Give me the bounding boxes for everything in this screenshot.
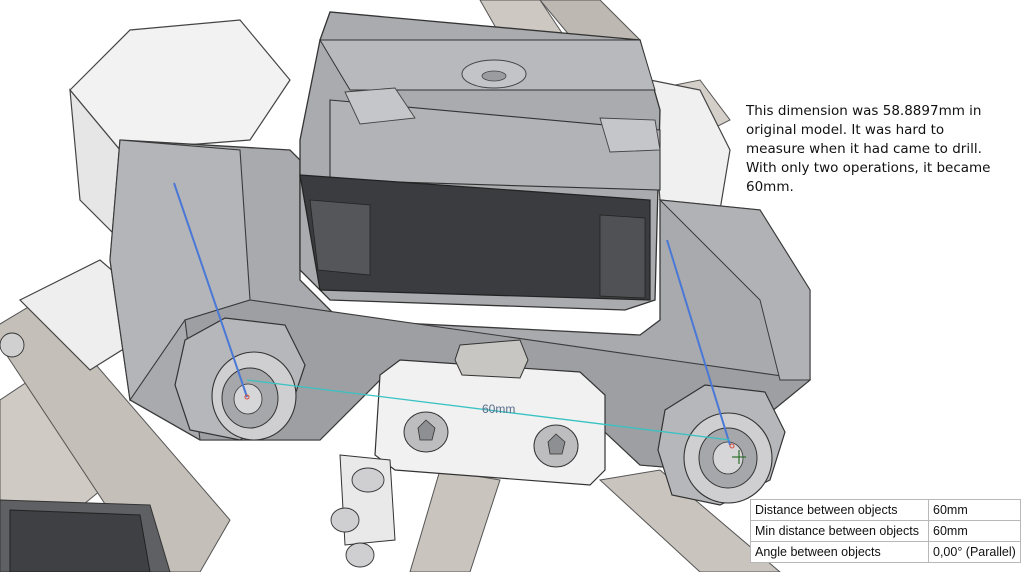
table-row: Distance between objects 60mm (750, 499, 1021, 521)
right-hole-axis[interactable] (666, 239, 731, 446)
left-hole-axis[interactable] (173, 182, 248, 398)
annotation-line: original model. It was hard to (746, 122, 945, 138)
right-axis-point (729, 443, 735, 449)
measure-label: Min distance between objects (750, 520, 929, 542)
annotation-note: This dimension was 58.8897mm in original… (746, 102, 1016, 197)
measure-value: 60mm (928, 520, 1021, 542)
left-nut (174, 317, 306, 441)
right-nut (657, 384, 786, 506)
annotation-line: With only two operations, it became (746, 160, 991, 176)
bottom-hardware (0, 332, 396, 568)
measure-value: 60mm (928, 499, 1021, 521)
clamp-plate (374, 339, 606, 486)
measure-value: 0,00° (Parallel) (928, 541, 1021, 563)
dimension-label: 60mm (482, 402, 515, 416)
measure-cursor-icon (732, 450, 746, 464)
stepper-motor (299, 11, 661, 311)
annotation-line: measure when it had came to drill. (746, 141, 982, 157)
annotation-line: This dimension was 58.8897mm in (746, 103, 982, 119)
measure-label: Angle between objects (750, 541, 929, 563)
dimension-line[interactable] (246, 379, 731, 441)
table-row: Min distance between objects 60mm (750, 520, 1021, 542)
left-white-bracket (0, 19, 291, 572)
left-axis-point (244, 394, 250, 400)
measure-label: Distance between objects (750, 499, 929, 521)
measurement-results-table: Distance between objects 60mm Min distan… (750, 499, 1021, 563)
annotation-line: 60mm. (746, 179, 794, 195)
table-row: Angle between objects 0,00° (Parallel) (750, 541, 1021, 563)
right-white-bracket (649, 79, 731, 211)
